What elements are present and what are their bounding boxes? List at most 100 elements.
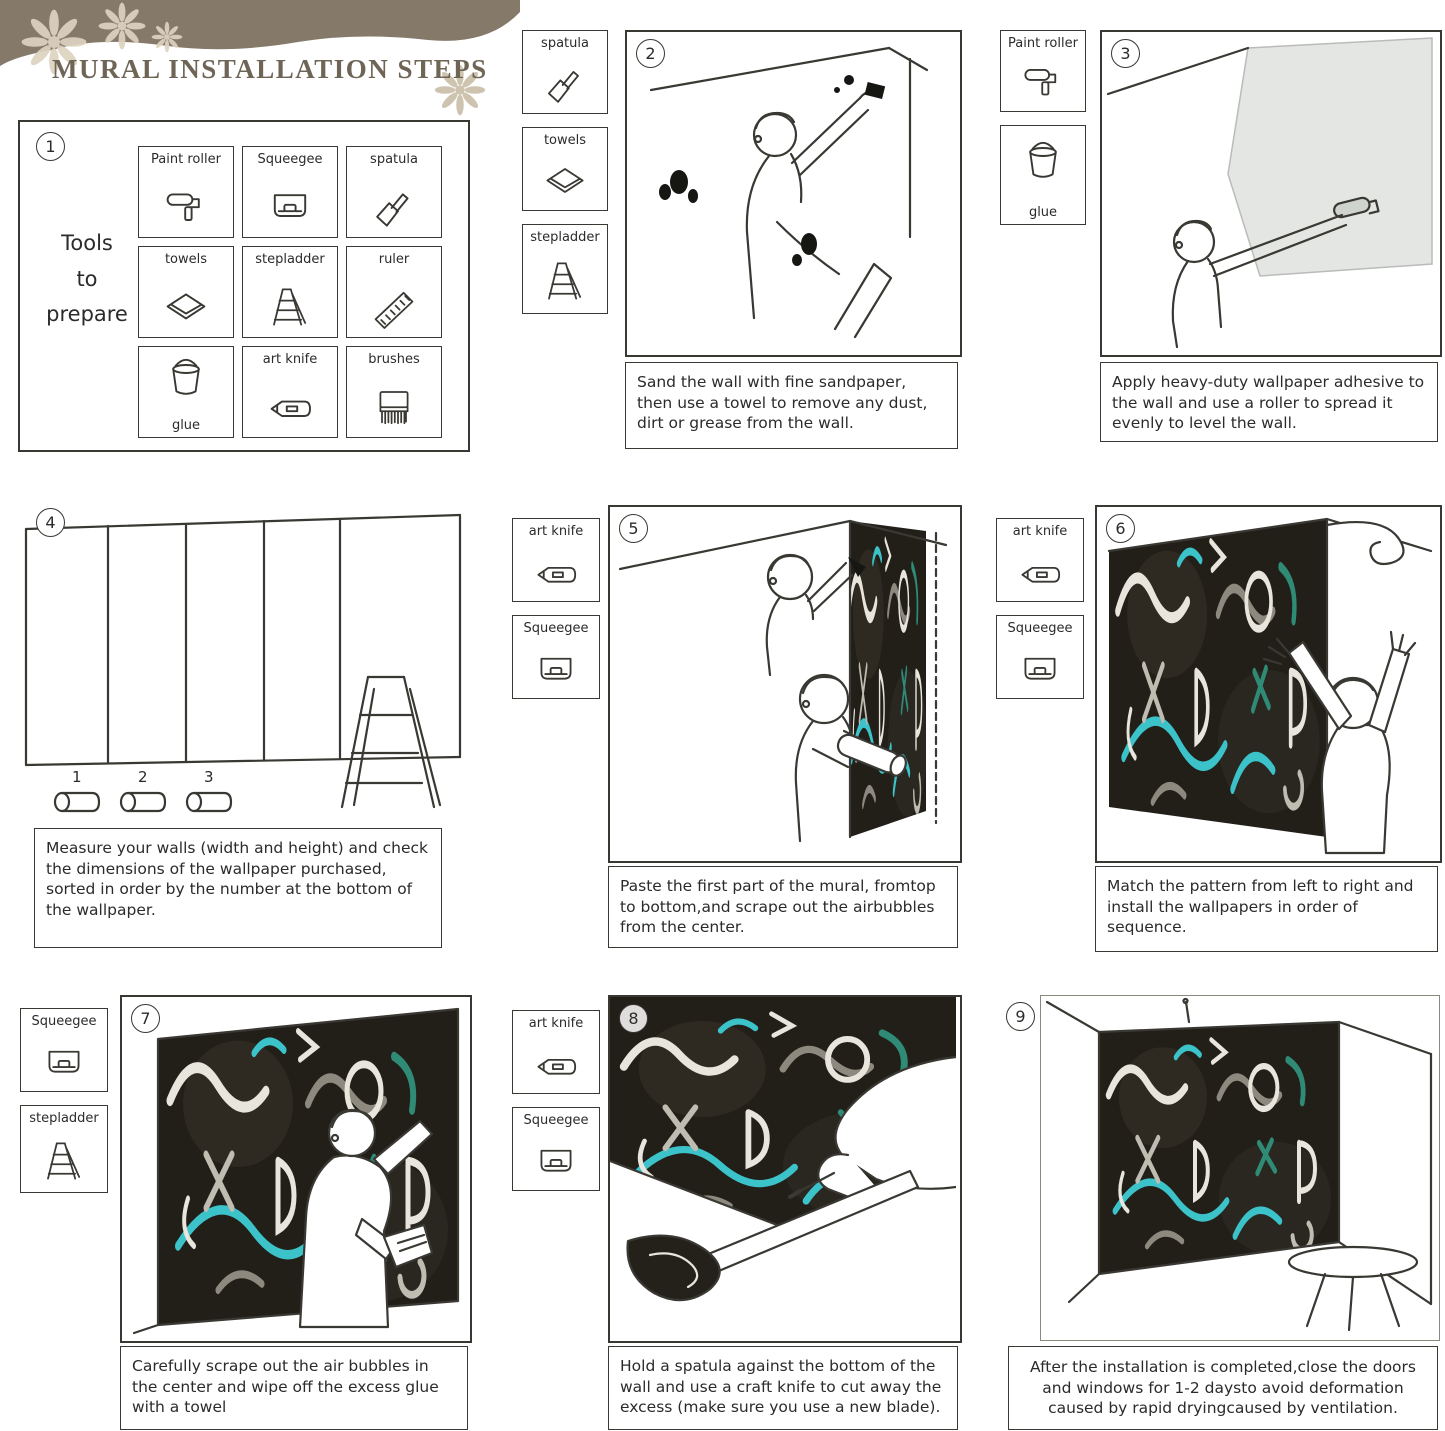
tool-label: glue <box>1028 205 1058 220</box>
tool-art-knife: art knife <box>512 518 600 602</box>
tool-stepladder: stepladder <box>522 224 608 314</box>
apply-adhesive-drawing <box>1106 37 1433 349</box>
tool-label: spatula <box>541 36 589 51</box>
roll-label-2: 2 <box>138 768 148 786</box>
tool-label: art knife <box>1012 524 1068 539</box>
tool-label: stepladder <box>255 252 325 267</box>
banner-wave-graphic <box>0 0 520 116</box>
tool-squeegee: Squeegee <box>512 615 600 699</box>
tool-glue: glue <box>1000 125 1086 225</box>
step-4-caption: Measure your walls (width and height) an… <box>34 828 442 948</box>
step-5-number: 5 <box>619 514 648 543</box>
tools-heading-line: prepare <box>46 302 128 327</box>
step-7-tools: Squeegee stepladder <box>20 1008 108 1193</box>
tool-squeegee: Squeegee <box>512 1107 600 1191</box>
tool-label: stepladder <box>530 230 600 245</box>
match-pattern-drawing <box>1107 517 1433 855</box>
tool-art-knife: art knife <box>242 346 338 438</box>
step-3-illustration: 3 <box>1100 30 1442 357</box>
tool-stepladder: stepladder <box>242 246 338 338</box>
step-5-tools: art knife Squeegee <box>512 518 600 699</box>
step-6-illustration: 6 <box>1095 505 1442 863</box>
tool-art-knife: art knife <box>996 518 1084 602</box>
tool-label: glue <box>171 418 201 433</box>
paint-roller-icon <box>1020 59 1066 107</box>
step-3-number: 3 <box>1111 39 1140 68</box>
step-7-illustration: 7 <box>120 995 472 1343</box>
squeegee-icon <box>41 1041 87 1087</box>
towels-icon <box>162 283 210 333</box>
tool-spatula: spatula <box>346 146 442 238</box>
tool-label: spatula <box>370 152 418 167</box>
tool-label: art knife <box>262 352 318 367</box>
tool-paint-roller: Paint roller <box>138 146 234 238</box>
tool-towels: towels <box>138 246 234 338</box>
tools-heading: Tools to prepare <box>34 226 140 333</box>
stepladder-icon <box>266 281 314 333</box>
step-5-caption: Paste the first part of the mural, fromt… <box>608 866 958 948</box>
tool-label: art knife <box>528 524 584 539</box>
finished-room-drawing <box>1045 997 1433 1332</box>
step-6-tools: art knife Squeegee <box>996 518 1084 699</box>
stepladder-icon <box>541 253 589 309</box>
step-1-number: 1 <box>36 132 65 161</box>
tool-art-knife: art knife <box>512 1010 600 1094</box>
roll-label-1: 1 <box>72 768 82 786</box>
step-1-panel: 1 Tools to prepare Paint roller Squeegee… <box>18 120 470 452</box>
step-8-number: 8 <box>619 1004 648 1033</box>
squeegee-icon <box>533 1140 579 1186</box>
glue-icon <box>162 352 210 402</box>
cut-excess-drawing <box>610 997 956 1302</box>
step-6-caption: Match the pattern from left to right and… <box>1095 866 1438 952</box>
glue-icon <box>1019 131 1067 189</box>
tool-paint-roller: Paint roller <box>1000 30 1086 112</box>
step-7-number: 7 <box>131 1004 160 1033</box>
tools-grid: Paint roller Squeegee spatula towels ste… <box>138 146 442 438</box>
step-8-caption: Hold a spatula against the bottom of the… <box>608 1346 958 1430</box>
header-banner: MURAL INSTALLATION STEPS <box>0 0 520 125</box>
step-8-illustration: 8 <box>608 995 962 1343</box>
step-7-caption: Carefully scrape out the air bubbles in … <box>120 1346 468 1430</box>
tool-squeegee: Squeegee <box>20 1008 108 1092</box>
step-5-illustration: 5 <box>608 505 962 863</box>
ruler-icon <box>370 283 418 333</box>
step-9-caption: After the installation is completed,clos… <box>1008 1346 1438 1430</box>
step-3-tools: Paint roller glue <box>1000 30 1086 225</box>
tool-label: brushes <box>368 352 420 367</box>
paint-roller-icon <box>162 183 210 233</box>
step-2-number: 2 <box>636 39 665 68</box>
tool-glue: glue <box>138 346 234 438</box>
squeegee-icon <box>1017 648 1063 694</box>
tools-heading-line: Tools <box>61 231 113 255</box>
tool-label: Squeegee <box>31 1014 97 1029</box>
stepladder-icon <box>40 1134 88 1188</box>
step-6-number: 6 <box>1106 514 1135 543</box>
tool-brushes: brushes <box>346 346 442 438</box>
tool-stepladder: stepladder <box>20 1105 108 1193</box>
tool-towels: towels <box>522 127 608 211</box>
tool-label: Paint roller <box>1008 36 1078 51</box>
spatula-icon <box>370 183 418 233</box>
tool-label: towels <box>543 133 587 148</box>
tool-ruler: ruler <box>346 246 442 338</box>
step-9-number: 9 <box>1006 1002 1035 1031</box>
roll-label-3: 3 <box>204 768 214 786</box>
tool-label: art knife <box>528 1016 584 1031</box>
squeegee-icon <box>266 183 314 233</box>
squeegee-icon <box>533 648 579 694</box>
step-2-illustration: 2 <box>625 30 962 357</box>
measure-walls-drawing: 1 2 3 <box>24 513 462 813</box>
tool-label: Squeegee <box>523 1113 589 1128</box>
brushes-icon <box>370 383 418 433</box>
step-2-tools: spatula towels stepladder <box>522 30 608 314</box>
tool-squeegee: Squeegee <box>996 615 1084 699</box>
tool-squeegee: Squeegee <box>242 146 338 238</box>
art-knife-icon <box>1016 551 1064 597</box>
art-knife-icon <box>532 1043 580 1089</box>
art-knife-icon <box>266 383 314 433</box>
art-knife-icon <box>532 551 580 597</box>
tool-label: Squeegee <box>523 621 589 636</box>
step-2-caption: Sand the wall with fine sandpaper, then … <box>625 362 958 449</box>
scrape-bubbles-drawing <box>132 1007 460 1335</box>
towels-icon <box>542 158 588 206</box>
